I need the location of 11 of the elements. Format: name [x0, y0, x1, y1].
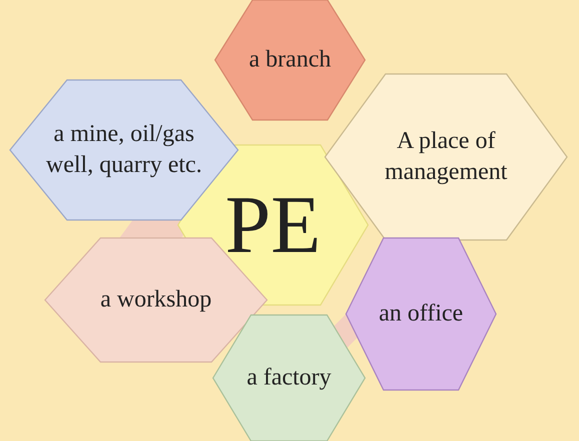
hexagon-node: [213, 315, 365, 441]
node-label: A place of management: [384, 126, 508, 187]
hexagon-node: [215, 0, 365, 120]
hexagon-node: [346, 238, 496, 390]
node-label: a mine, oil/gas well, quarry etc.: [45, 120, 203, 180]
node-label: a factory: [246, 363, 332, 392]
node-label: an office: [378, 299, 464, 328]
center-title: PE: [224, 184, 322, 266]
node-label: a workshop: [99, 285, 213, 314]
node-label: a branch: [248, 45, 332, 74]
hexagon-node: [325, 74, 567, 240]
